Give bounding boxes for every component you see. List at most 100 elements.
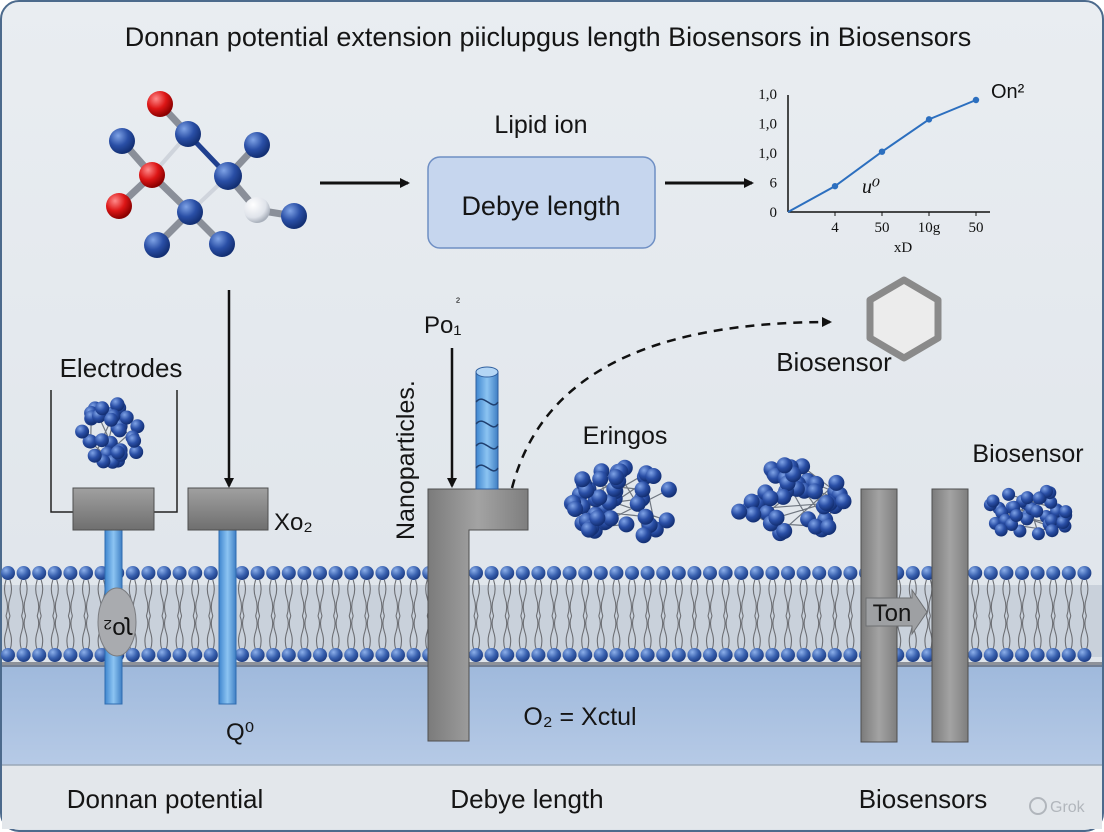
nanoparticle — [818, 494, 835, 511]
nanoparticle — [589, 510, 606, 527]
o2-equation-label: O₂ = Xctul — [523, 703, 636, 731]
lipid-head-lower — [531, 648, 546, 662]
nanoparticle — [835, 493, 852, 510]
cluster-eringos-right — [731, 457, 852, 542]
nanoparticle — [602, 510, 619, 527]
lipid-head-upper — [281, 566, 296, 580]
atom-blue — [109, 128, 135, 154]
nanoparticle — [591, 489, 608, 506]
lipid-head-lower — [578, 648, 593, 662]
page-title: Donnan potential extension piiclupgus le… — [125, 22, 972, 52]
lipid-ion-caption: Lipid ion — [494, 111, 587, 139]
lipid-head-lower — [391, 648, 405, 662]
lipid-head-lower — [1, 648, 15, 662]
nanoparticle — [129, 445, 144, 459]
nanoparticle — [580, 521, 597, 538]
lipid-head-upper — [687, 566, 702, 580]
nanoparticle — [87, 448, 102, 463]
lipid-head-lower — [703, 648, 717, 662]
electrodes-label: Electrodes — [60, 353, 183, 383]
lipid-head-upper — [157, 566, 171, 580]
nanoparticle — [634, 481, 651, 498]
nanoparticle — [1056, 516, 1070, 529]
lipid-head-upper — [781, 566, 795, 580]
lipid-head-upper — [765, 566, 780, 580]
nanoparticle — [1032, 491, 1046, 505]
lipid-head-upper — [406, 566, 421, 580]
eringos-label: Eringos — [583, 422, 668, 450]
lipid-head-upper — [671, 566, 686, 580]
lipid-head-lower — [765, 648, 780, 662]
lipid-head-lower — [328, 648, 343, 662]
bottom-label-donnan-potential: Donnan potential — [67, 784, 264, 814]
nanoparticle — [775, 488, 792, 505]
lipid-head-lower — [562, 648, 577, 662]
dashed-arrow-to-biosensor — [510, 317, 832, 489]
lipid-head-lower — [796, 648, 811, 662]
nanoparticle — [1009, 509, 1023, 522]
nanotube-cylinder — [475, 366, 499, 490]
lipid-head-upper — [63, 566, 78, 580]
lipid-head-upper — [515, 566, 530, 580]
chart-series-label: On² — [991, 81, 1025, 103]
nanoparticle — [743, 493, 760, 510]
molecule-illustration — [106, 91, 307, 258]
biosensor-right-label: Biosensor — [972, 440, 1083, 468]
lipid-head-lower — [344, 648, 359, 662]
nanoparticle — [104, 412, 119, 427]
lipid-head-upper — [16, 566, 31, 580]
nanoparticle — [660, 481, 677, 498]
lipid-head-upper — [796, 566, 811, 580]
nanoparticle — [1020, 491, 1034, 505]
lipid-head-upper — [250, 566, 265, 580]
lipid-head-upper — [968, 566, 983, 580]
nanoparticle — [1020, 512, 1034, 526]
nanoparticle — [95, 401, 110, 416]
lipid-head-upper — [703, 566, 717, 580]
debye-length-box-label: Debye length — [461, 191, 620, 221]
atom-blue — [144, 232, 170, 258]
nanoparticle — [731, 503, 748, 520]
cluster-biosensor — [983, 484, 1073, 541]
lipid-head-upper — [500, 566, 515, 580]
lipid-head-lower — [843, 648, 858, 662]
lipid-head-lower — [1046, 648, 1061, 662]
electrodes-container — [50, 390, 178, 513]
lipid-head-upper — [79, 566, 93, 580]
lipid-head-upper — [297, 566, 312, 580]
lipid-head-lower — [687, 648, 702, 662]
lipid-head-upper — [609, 566, 624, 580]
lipid-head-upper — [578, 566, 593, 580]
nanoparticle — [119, 410, 134, 425]
nanoparticle — [618, 516, 635, 533]
nanoparticle-support-block — [427, 488, 529, 742]
lipid-head-lower — [749, 648, 764, 662]
nanoparticle — [629, 495, 646, 512]
cluster-electrodes — [75, 397, 145, 469]
atom-blue — [214, 162, 242, 190]
lipid-head-upper — [266, 566, 281, 580]
nanoparticle — [658, 512, 675, 529]
nanoparticle — [110, 397, 125, 412]
lipid-head-upper — [469, 566, 483, 580]
atom-blue — [244, 132, 270, 158]
chart-y-tick-label: 6 — [770, 176, 778, 192]
atom-blue — [209, 231, 235, 257]
lipid-head-lower — [593, 648, 608, 662]
nanoparticle — [130, 419, 145, 434]
lipid-head-upper — [827, 566, 842, 580]
nanoparticle — [807, 518, 824, 535]
lipid-head-lower — [32, 648, 47, 662]
nanoparticle — [75, 424, 90, 439]
lipid-head-upper — [640, 566, 655, 580]
lipid-head-lower — [625, 648, 639, 662]
nanoparticle — [94, 433, 109, 448]
lipid-head-upper — [141, 566, 156, 580]
lipid-head-upper — [531, 566, 546, 580]
lipid-head-upper — [391, 566, 405, 580]
chart-y-tick-label: 0 — [770, 205, 778, 221]
grok-watermark: Grok — [1029, 797, 1086, 816]
lipid-head-upper — [1015, 566, 1029, 580]
nanoparticle — [637, 508, 654, 525]
